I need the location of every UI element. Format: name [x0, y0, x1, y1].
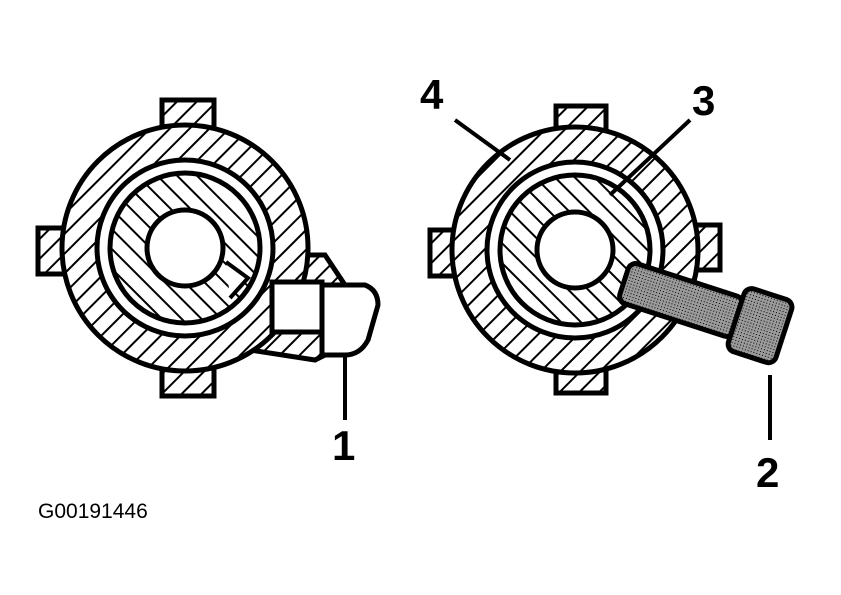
left-housing-assembly [35, 97, 381, 420]
locking-pin-head [725, 286, 795, 366]
left-shaft-center-hole [144, 207, 226, 289]
locking-pin-tool [617, 261, 795, 366]
left-detent-notch [224, 260, 251, 300]
figure-id-label: G00191446 [38, 500, 148, 523]
left-fitting [269, 279, 325, 335]
left-fitting-cap [319, 282, 381, 358]
leader-line-4 [453, 118, 512, 162]
leader-line-3 [608, 118, 692, 197]
callout-3: 3 [692, 77, 716, 124]
right-shaft-center-hole [534, 209, 616, 291]
right-housing-assembly [427, 103, 795, 440]
callout-2: 2 [756, 449, 780, 496]
callout-1: 1 [332, 422, 356, 469]
callout-4: 4 [420, 71, 444, 118]
